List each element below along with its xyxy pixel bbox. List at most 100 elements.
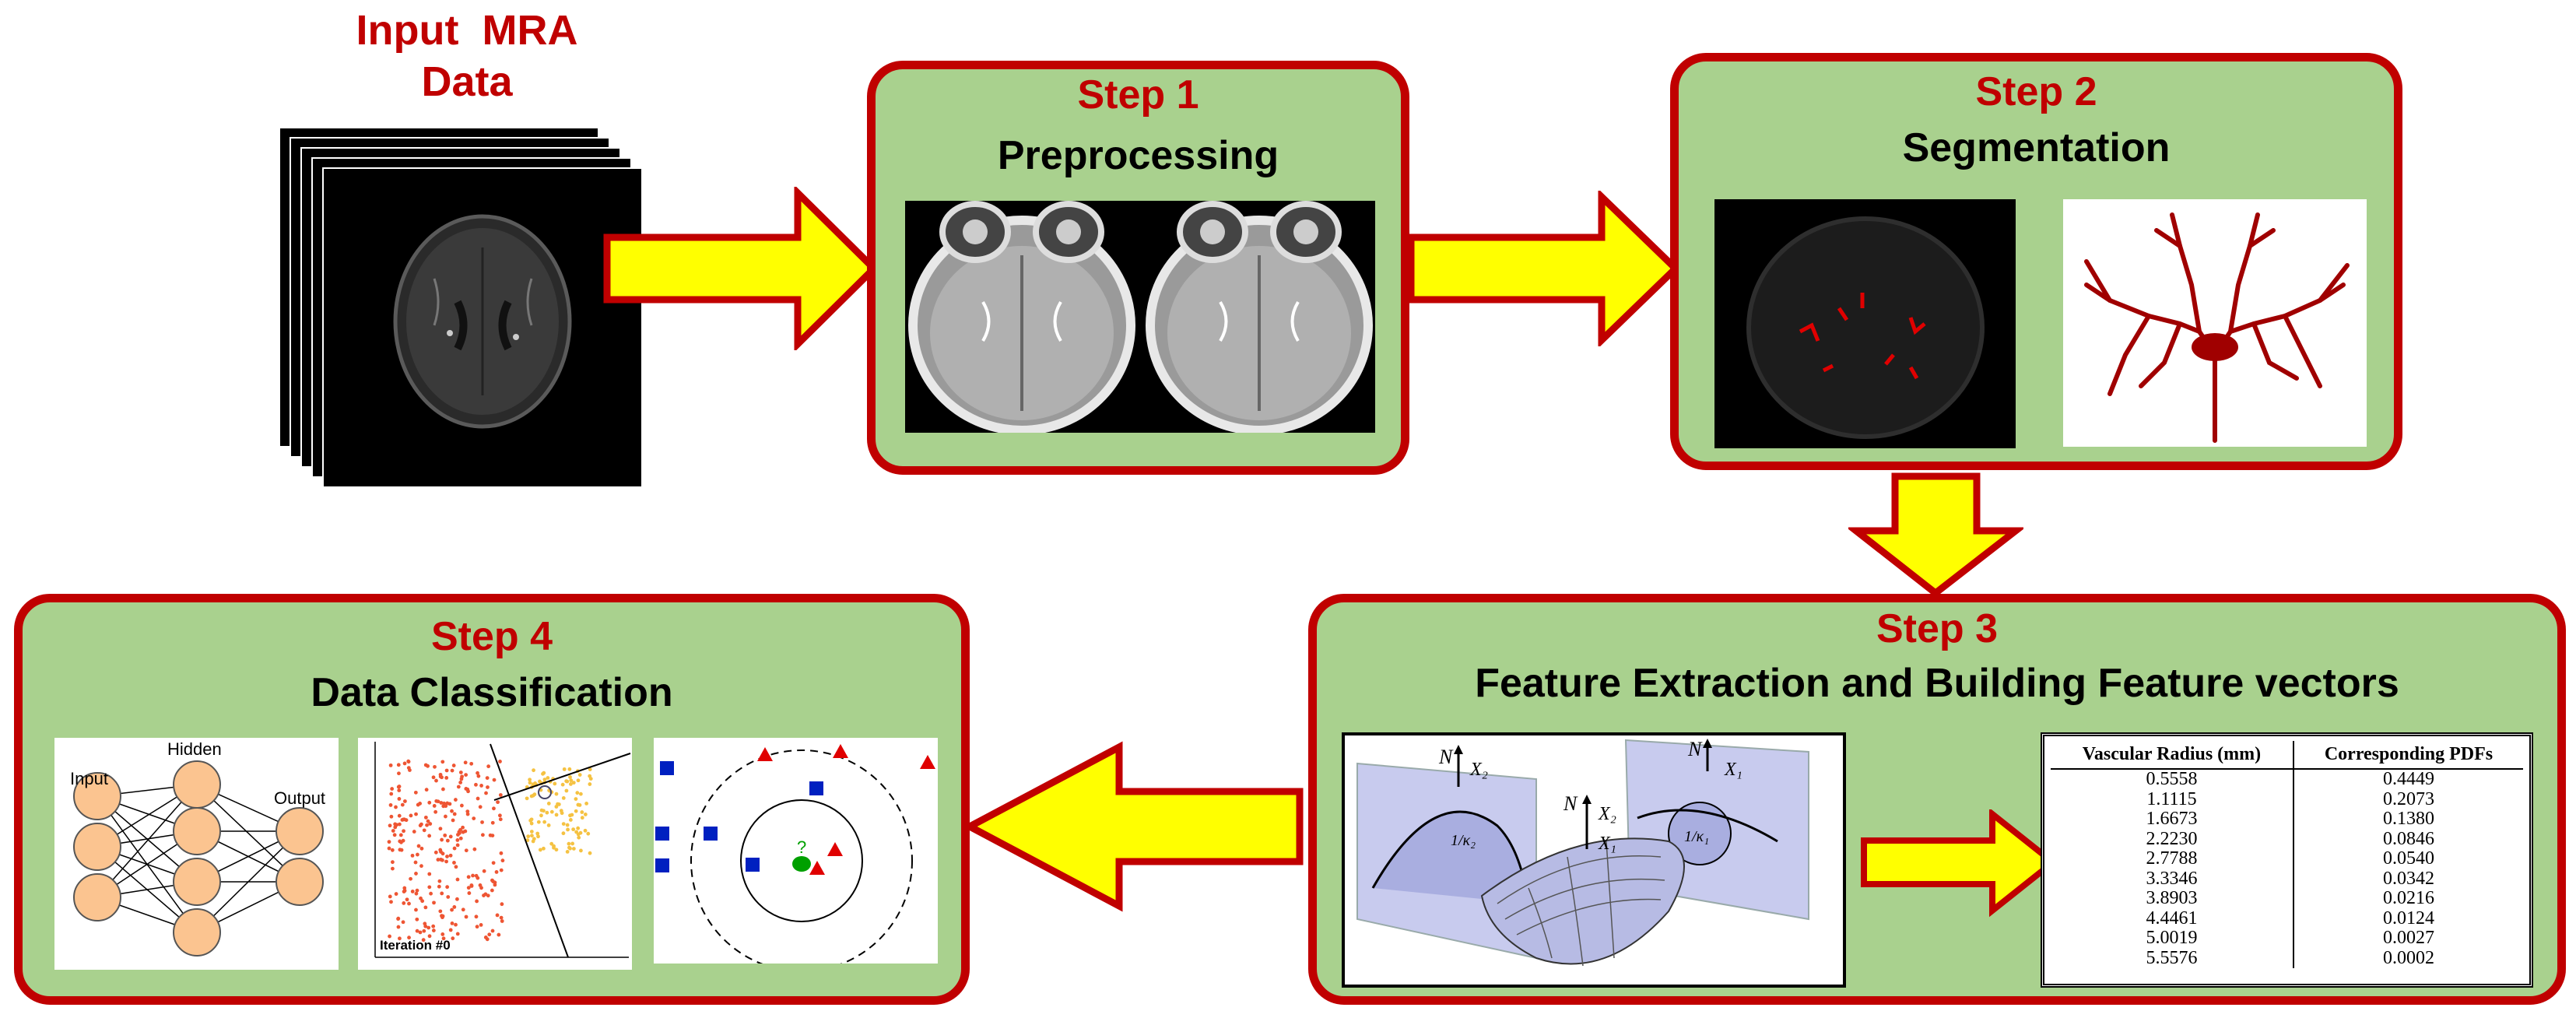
scatter-point bbox=[402, 829, 405, 834]
scatter-point bbox=[580, 816, 584, 820]
scatter-point bbox=[474, 873, 479, 878]
knn-query-label: ? bbox=[797, 837, 806, 857]
scatter-point bbox=[387, 846, 391, 851]
scatter-point bbox=[529, 794, 534, 799]
normal-label: N bbox=[1438, 746, 1454, 768]
scatter-point bbox=[441, 804, 446, 809]
scatter-point bbox=[433, 764, 437, 769]
table-cell: 3.8903 bbox=[2051, 888, 2294, 909]
scatter-point bbox=[568, 818, 573, 822]
scatter-point bbox=[444, 814, 447, 819]
scatter-point bbox=[466, 875, 471, 879]
scatter-point bbox=[421, 938, 426, 943]
scatter-point bbox=[564, 779, 569, 784]
scatter-point bbox=[418, 930, 423, 935]
scatter-point bbox=[456, 785, 461, 789]
scatter-point bbox=[445, 855, 449, 858]
scatter-point bbox=[402, 889, 407, 893]
arrow-curvature-to-table bbox=[1861, 809, 2058, 918]
step1-title: Preprocessing bbox=[997, 133, 1279, 178]
scatter-point bbox=[413, 860, 418, 865]
table-cell: 0.4449 bbox=[2382, 769, 2434, 789]
scatter-point bbox=[450, 921, 454, 925]
scatter-point bbox=[484, 791, 488, 795]
scatter-point bbox=[538, 848, 542, 852]
table-cell: 3.3346 bbox=[2051, 869, 2294, 889]
scatter-point bbox=[406, 760, 411, 764]
mra-slice-front bbox=[333, 177, 602, 442]
scatter-point bbox=[414, 812, 418, 816]
scatter-point bbox=[452, 846, 457, 851]
scatter-point bbox=[583, 828, 588, 833]
scatter-point bbox=[569, 782, 573, 786]
scatter-point bbox=[402, 761, 407, 766]
scatter-point bbox=[494, 870, 499, 874]
scatter-point bbox=[545, 810, 549, 815]
scatter-point bbox=[390, 848, 395, 852]
scatter-point bbox=[459, 777, 464, 781]
scatter-point bbox=[565, 850, 570, 854]
scatter-point bbox=[492, 778, 497, 782]
scatter-point bbox=[580, 810, 584, 814]
scatter-point bbox=[426, 763, 430, 768]
scatter-point bbox=[433, 809, 438, 814]
decision-boundary-scatter: Iteration #0 bbox=[358, 738, 632, 970]
scatter-point bbox=[479, 922, 483, 927]
scatter-point bbox=[415, 928, 419, 933]
scatter-point bbox=[423, 924, 428, 928]
scatter-point bbox=[403, 799, 407, 803]
scatter-point bbox=[448, 834, 453, 839]
scatter-point bbox=[492, 806, 496, 811]
scatter-point bbox=[410, 890, 415, 893]
table-cell: 1.1115 bbox=[2051, 789, 2294, 809]
scatter-point bbox=[480, 820, 484, 824]
scatter-point bbox=[495, 913, 500, 918]
scatter-point bbox=[576, 778, 581, 783]
step4-title: Data Classification bbox=[311, 670, 673, 715]
scatter-point bbox=[402, 817, 406, 822]
scatter-point bbox=[448, 928, 453, 932]
scatter-point bbox=[409, 876, 412, 881]
scatter-point bbox=[577, 803, 582, 807]
scatter-point bbox=[464, 787, 469, 791]
scatter-point bbox=[452, 905, 457, 909]
principal-curvature-figure: N X₂ X₁ N X₂ 1/κ₂ N X₁ 1/κ₁ bbox=[1342, 732, 1846, 988]
scatter-point bbox=[561, 831, 566, 836]
scatter-point bbox=[391, 829, 395, 833]
scatter-point bbox=[466, 886, 471, 890]
scatter-point bbox=[388, 763, 393, 767]
scatter-point bbox=[388, 823, 392, 828]
scatter-point bbox=[447, 802, 452, 806]
scatter-point bbox=[455, 843, 460, 848]
scatter-point bbox=[407, 935, 411, 940]
scatter-point bbox=[497, 813, 502, 818]
scatter-point bbox=[458, 781, 463, 785]
x1-label: X₁ bbox=[1598, 834, 1616, 854]
scatter-point bbox=[499, 851, 504, 855]
scatter-point bbox=[444, 768, 449, 773]
scatter-point bbox=[571, 781, 576, 785]
scatter-point bbox=[422, 828, 426, 833]
scatter-point bbox=[549, 809, 554, 814]
scatter-point bbox=[568, 775, 572, 779]
scatter-point bbox=[469, 883, 474, 887]
scatter-point bbox=[539, 813, 543, 818]
scatter-point bbox=[464, 914, 469, 919]
scatter-point bbox=[392, 833, 397, 837]
scatter-point bbox=[387, 840, 391, 844]
normal-label: N bbox=[1687, 738, 1703, 760]
scatter-point bbox=[499, 915, 504, 920]
scatter-point bbox=[565, 823, 570, 827]
scatter-point bbox=[471, 873, 475, 878]
scatter-point bbox=[568, 846, 572, 851]
radius-pdf-table-box: Vascular Radius (mm) Corresponding PDFs … bbox=[2041, 732, 2533, 988]
scatter-point bbox=[531, 782, 535, 787]
table-cell: 0.2073 bbox=[2382, 788, 2434, 809]
scatter-point bbox=[469, 761, 474, 766]
table-cell: 0.0124 bbox=[2382, 907, 2434, 928]
scatter-point bbox=[476, 796, 480, 801]
